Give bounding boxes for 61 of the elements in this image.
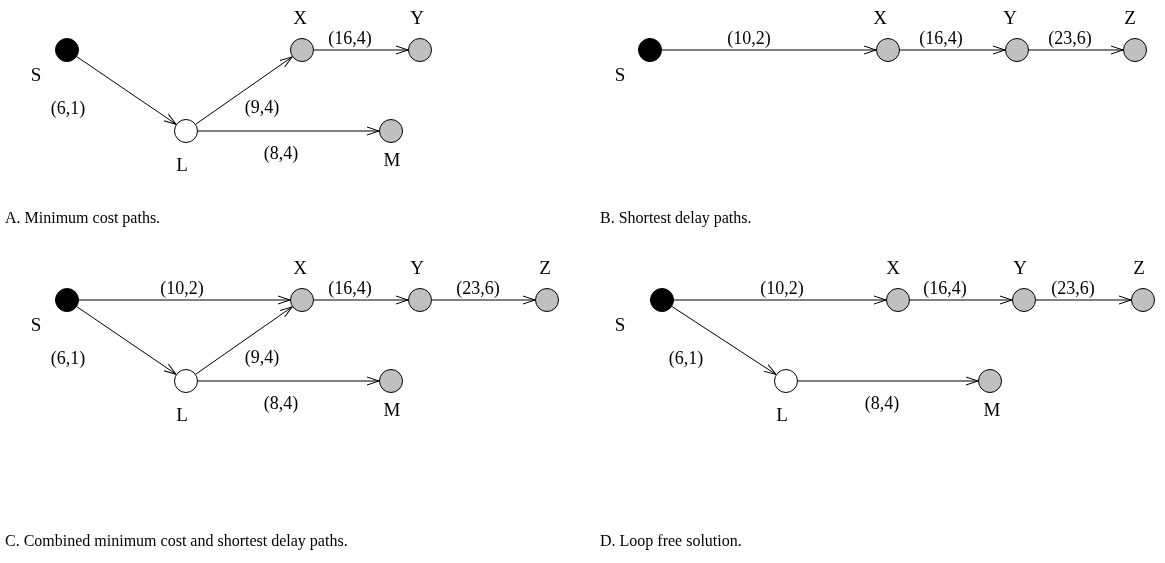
edge-label: (8,4) (862, 393, 902, 413)
arrow (197, 126, 380, 136)
edge-label: (6,1) (666, 348, 706, 368)
node-label: X (292, 257, 308, 279)
node-label: Y (409, 257, 425, 279)
edge-label: (10,2) (725, 28, 773, 48)
arrow (76, 56, 177, 125)
edge-label: (8,4) (261, 393, 301, 413)
node-label: Z (1132, 257, 1146, 279)
node-label: Z (538, 257, 552, 279)
edge-label: (6,1) (48, 98, 88, 118)
node-label: S (613, 314, 627, 336)
panel-caption: B. Shortest delay paths. (600, 208, 752, 228)
node-label: X (292, 7, 308, 29)
arrow (1028, 45, 1124, 55)
arrow (909, 295, 1013, 305)
arrow (797, 376, 979, 386)
node-label: X (872, 7, 888, 29)
panel-caption: D. Loop free solution. (600, 531, 742, 551)
arrow (671, 306, 777, 375)
arrow (76, 306, 177, 375)
node-label: M (382, 149, 402, 171)
edge-label: (9,4) (242, 97, 282, 117)
edge-label: (16,4) (326, 28, 374, 48)
edge-label: (10,2) (158, 278, 206, 298)
arrow (313, 295, 409, 305)
edge-label: (23,6) (1046, 28, 1094, 48)
edge-label: (10,2) (758, 278, 806, 298)
node-label: Z (1123, 7, 1137, 29)
node-label: S (613, 64, 627, 86)
node-label: L (175, 154, 189, 176)
edge-label: (9,4) (242, 347, 282, 367)
node-label: Y (1002, 7, 1018, 29)
edge-label: (16,4) (326, 278, 374, 298)
arrow (195, 56, 293, 125)
panel-caption: C. Combined minimum cost and shortest delay paths. (5, 531, 348, 551)
arrow (673, 295, 887, 305)
edge-label: (6,1) (48, 348, 88, 368)
edge-label: (8,4) (261, 143, 301, 163)
node-label: S (29, 64, 43, 86)
arrow (661, 45, 877, 55)
edge-label: (23,6) (454, 278, 502, 298)
arrow (313, 45, 409, 55)
arrow (431, 295, 536, 305)
panel-caption: A. Minimum cost paths. (5, 208, 161, 228)
node-label: L (775, 404, 789, 426)
node-label: X (885, 257, 901, 279)
node-label: Y (1012, 257, 1028, 279)
arrow (195, 306, 293, 375)
node-label: S (29, 314, 43, 336)
edge-label: (23,6) (1049, 278, 1097, 298)
node-label: Y (409, 7, 425, 29)
node-label: M (982, 399, 1002, 421)
arrow (899, 45, 1006, 55)
arrow (197, 376, 380, 386)
edge-label: (16,4) (921, 278, 969, 298)
edge-label: (16,4) (917, 28, 965, 48)
node-label: M (382, 399, 402, 421)
node-label: L (175, 404, 189, 426)
arrow (1035, 295, 1132, 305)
arrow (78, 295, 291, 305)
